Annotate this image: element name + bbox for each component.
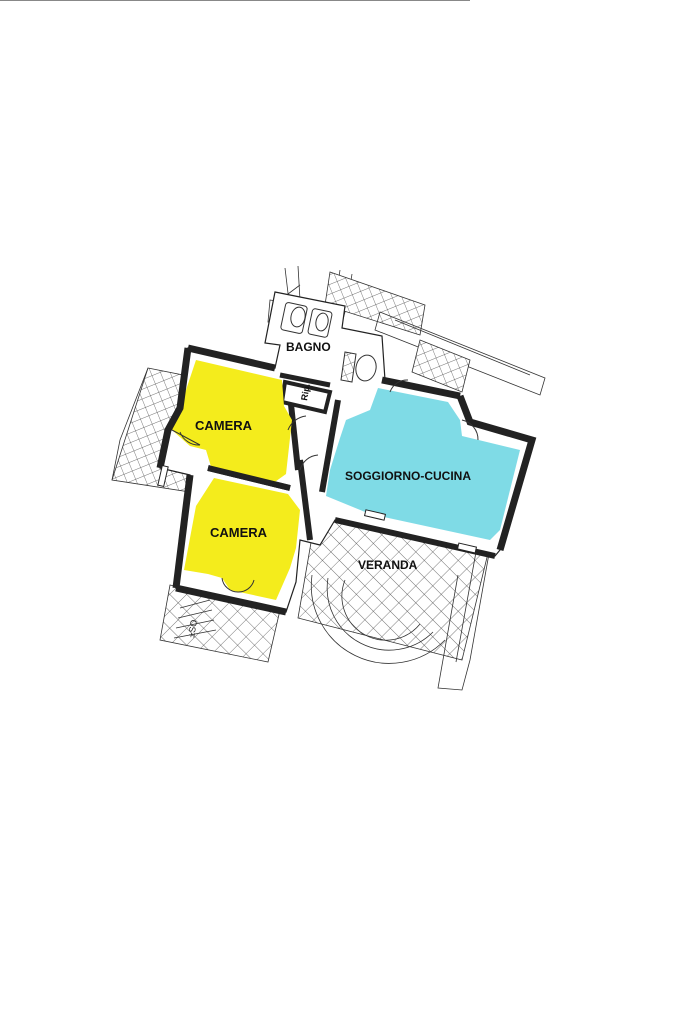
rip-label: Rip.	[299, 383, 312, 401]
camera-2-label: CAMERA	[210, 525, 268, 540]
camera-2-room	[184, 478, 300, 600]
upper-exterior-lines	[267, 265, 546, 396]
bagno-label: BAGNO	[286, 340, 331, 354]
camera-1-room	[172, 360, 292, 484]
left-terrace-edge	[111, 367, 149, 481]
stairs-label: ±SO	[186, 619, 199, 638]
stairs	[173, 599, 217, 639]
window-markers	[157, 464, 478, 554]
veranda-steps	[310, 574, 446, 664]
veranda-label: VERANDA	[358, 558, 418, 572]
bathroom-fixtures	[280, 302, 377, 383]
soggiorno-cucina-label: SOGGIORNO-CUCINA	[345, 469, 471, 483]
soggiorno-cucina-room	[326, 388, 520, 540]
doors	[171, 379, 479, 593]
veranda-fence	[437, 547, 491, 691]
camera-1-label: CAMERA	[195, 418, 253, 433]
